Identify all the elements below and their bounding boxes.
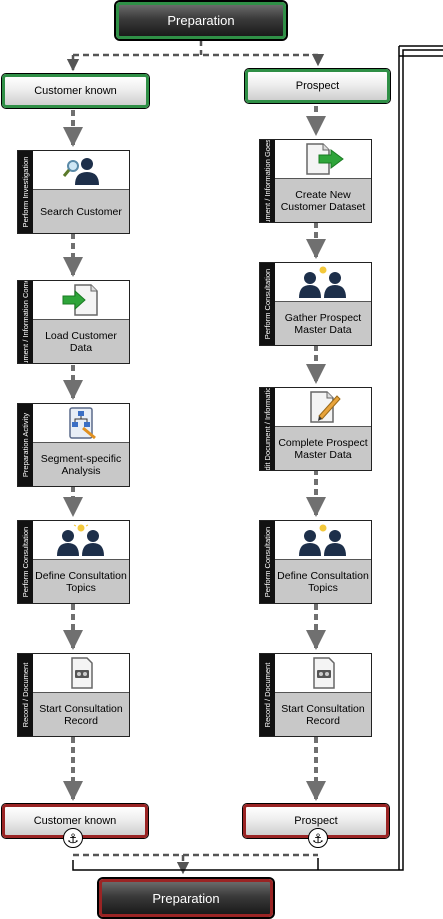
record-icon xyxy=(275,654,371,692)
loop-line xyxy=(72,49,443,871)
task-type-strip: Document / Information Comes In xyxy=(18,281,33,363)
anchor-icon: ⚓ xyxy=(63,828,83,848)
task-complete-prospect-master-data[interactable]: Edit Document / Information Complete Pro… xyxy=(259,387,372,471)
task-type-strip: Record / Document xyxy=(260,654,275,736)
task-type-label: Perform Consultation xyxy=(262,268,272,340)
task-define-consultation-topics-left[interactable]: Perform Consultation Define Consultation… xyxy=(17,520,130,604)
task-type-strip: Perform Consultation xyxy=(260,521,275,603)
task-type-label: Record / Document xyxy=(20,662,30,728)
document-out-icon xyxy=(275,140,371,178)
task-type-label: Document / Information Comes In xyxy=(20,281,30,363)
task-label: Complete Prospect Master Data xyxy=(275,426,371,470)
search-person-icon xyxy=(33,151,129,189)
task-label: Start Consultation Record xyxy=(33,692,129,736)
task-gather-prospect-master-data[interactable]: Perform Consultation Gather Prospect Mas… xyxy=(259,262,372,346)
task-type-strip: Perform Consultation xyxy=(260,263,275,345)
record-icon xyxy=(33,654,129,692)
task-type-label: Perform Consultation xyxy=(20,526,30,598)
task-type-strip: Perform Investigation xyxy=(18,151,33,233)
task-type-label: Preparation Activity xyxy=(20,412,30,478)
consultation-icon xyxy=(275,521,371,559)
document-in-icon xyxy=(33,281,129,319)
task-label: Define Consultation Topics xyxy=(33,559,129,603)
task-search-customer[interactable]: Perform Investigation Search Customer xyxy=(17,150,130,234)
path-customer-known-start[interactable]: Customer known xyxy=(2,74,149,108)
task-start-consultation-record-left[interactable]: Record / Document Start Consultation Rec… xyxy=(17,653,130,737)
task-type-strip: Perform Consultation xyxy=(18,521,33,603)
consultation-icon xyxy=(275,263,371,301)
task-load-customer-data[interactable]: Document / Information Comes In Load Cus… xyxy=(17,280,130,364)
start-event[interactable]: Preparation xyxy=(116,2,286,39)
task-type-strip: Document / Information Goes Out xyxy=(260,140,275,222)
task-label: Start Consultation Record xyxy=(275,692,371,736)
task-label: Create New Customer Dataset xyxy=(275,178,371,222)
path-prospect-start[interactable]: Prospect xyxy=(245,69,390,103)
task-label: Define Consultation Topics xyxy=(275,559,371,603)
task-define-consultation-topics-right[interactable]: Perform Consultation Define Consultation… xyxy=(259,520,372,604)
task-type-label: Record / Document xyxy=(262,662,272,728)
path-prospect-start-label: Prospect xyxy=(295,80,340,92)
task-label: Gather Prospect Master Data xyxy=(275,301,371,345)
task-type-label: Document / Information Goes Out xyxy=(262,140,272,222)
end-event[interactable]: Preparation xyxy=(99,879,273,917)
path-customer-known-start-label: Customer known xyxy=(34,85,117,97)
task-label: Segment-specific Analysis xyxy=(33,442,129,486)
consultation-icon xyxy=(33,521,129,559)
edit-document-icon xyxy=(275,388,371,426)
end-event-label: Preparation xyxy=(152,890,220,906)
start-event-label: Preparation xyxy=(167,13,235,28)
task-type-strip: Edit Document / Information xyxy=(260,388,275,470)
task-label: Load Customer Data xyxy=(33,319,129,363)
task-type-label: Perform Consultation xyxy=(262,526,272,598)
task-start-consultation-record-right[interactable]: Record / Document Start Consultation Rec… xyxy=(259,653,372,737)
analysis-icon xyxy=(33,404,129,442)
task-type-label: Perform Investigation xyxy=(20,156,30,228)
path-prospect-end-label: Prospect xyxy=(294,815,338,827)
task-type-strip: Preparation Activity xyxy=(18,404,33,486)
task-create-new-customer-dataset[interactable]: Document / Information Goes Out Create N… xyxy=(259,139,372,223)
task-type-label: Edit Document / Information xyxy=(262,388,272,470)
anchor-icon: ⚓ xyxy=(308,828,328,848)
task-segment-specific-analysis[interactable]: Preparation Activity Segment-specific An… xyxy=(17,403,130,487)
path-customer-known-end-label: Customer known xyxy=(33,815,117,827)
task-type-strip: Record / Document xyxy=(18,654,33,736)
task-label: Search Customer xyxy=(33,189,129,233)
